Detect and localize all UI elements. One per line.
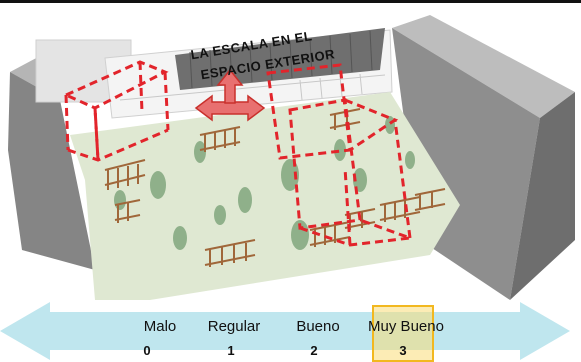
- scale-dashed-boxes: [62, 60, 412, 247]
- courtyard-lawn: [70, 92, 460, 300]
- scale-arrow: [0, 302, 570, 360]
- back-facade: [104, 28, 393, 119]
- scale-label-regular: Regular: [207, 318, 261, 335]
- scale-label-malo: Malo: [143, 318, 177, 335]
- scale-value-2: 2: [310, 343, 318, 358]
- scale-value-1: 1: [227, 343, 235, 358]
- scale-label-muy-bueno: Muy Bueno: [368, 318, 444, 335]
- scale-arrows: [194, 68, 266, 122]
- scale-value-0: 0: [143, 343, 151, 358]
- scale-value-3: 3: [399, 343, 407, 358]
- top-border-line: [0, 0, 581, 3]
- quality-scale: Malo Regular Bueno Muy Bueno 0 1 2 3: [0, 300, 581, 362]
- selected-highlight: [372, 305, 434, 362]
- scale-label-bueno: Bueno: [296, 318, 340, 335]
- courtyard-illustration: LA ESCALA EN EL ESPACIO EXTERIOR: [8, 15, 575, 300]
- left-building: [8, 39, 132, 270]
- trees: [114, 116, 415, 250]
